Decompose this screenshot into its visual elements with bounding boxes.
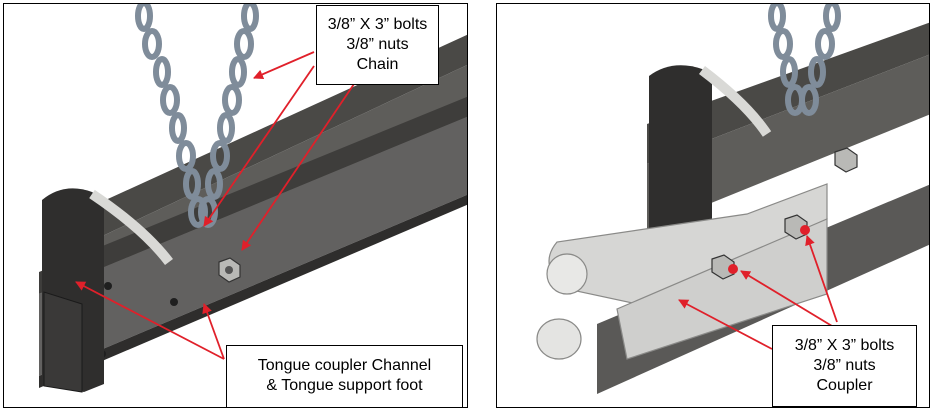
tongue-channel-lip: [39, 194, 467, 388]
frame-rail-top: [64, 34, 467, 254]
tongue-channel-top: [39, 96, 467, 294]
chain: [135, 4, 259, 228]
support-foot-strap: [698, 66, 772, 137]
callout-line: 3/8” nuts: [346, 36, 409, 53]
bolt: [800, 225, 810, 235]
callout-line: 3/8” X 3” bolts: [327, 16, 428, 33]
support-foot: [649, 65, 712, 272]
callout-line: 3/8” X 3” bolts: [794, 337, 895, 354]
arrow: [203, 65, 315, 227]
arrow: [678, 299, 773, 350]
arrow: [740, 270, 833, 327]
arrow: [253, 51, 315, 80]
callout-line: Chain: [356, 56, 399, 73]
bolt: [225, 266, 233, 274]
callout-line: Coupler: [816, 377, 873, 394]
callout-bolts-nuts-chain: 3/8” X 3” bolts 3/8” nuts Chain: [316, 5, 439, 85]
callout-line: & Tongue support foot: [266, 377, 423, 394]
tongue-channel-face: [39, 116, 467, 376]
coupler-ball-socket: [546, 253, 588, 295]
callout-line: 3/8” nuts: [813, 357, 876, 374]
callout-tongue-coupler-channel: Tongue coupler Channel & Tongue support …: [226, 345, 463, 407]
nut: [834, 147, 858, 173]
left-panel: 3/8” X 3” bolts 3/8” nuts Chain Tongue c…: [3, 3, 468, 408]
chain: [768, 4, 841, 116]
bolt: [728, 264, 738, 274]
arrow: [75, 281, 225, 360]
callout-bolts-nuts-coupler: 3/8” X 3” bolts 3/8” nuts Coupler: [772, 325, 917, 407]
nut: [711, 254, 735, 280]
arrow: [241, 83, 355, 251]
callout-line: Tongue coupler Channel: [257, 357, 432, 374]
left-illustration: [39, 4, 467, 393]
right-panel: 3/8” X 3” bolts 3/8” nuts Coupler: [496, 3, 930, 408]
right-illustration: [536, 4, 929, 394]
support-foot-strap: [89, 189, 173, 266]
arrow: [805, 235, 838, 323]
arrow: [202, 303, 225, 360]
channel-hole: [104, 282, 112, 290]
coupler-ball: [536, 318, 582, 360]
channel-hole: [170, 298, 178, 306]
frame-rail-face: [647, 54, 929, 229]
